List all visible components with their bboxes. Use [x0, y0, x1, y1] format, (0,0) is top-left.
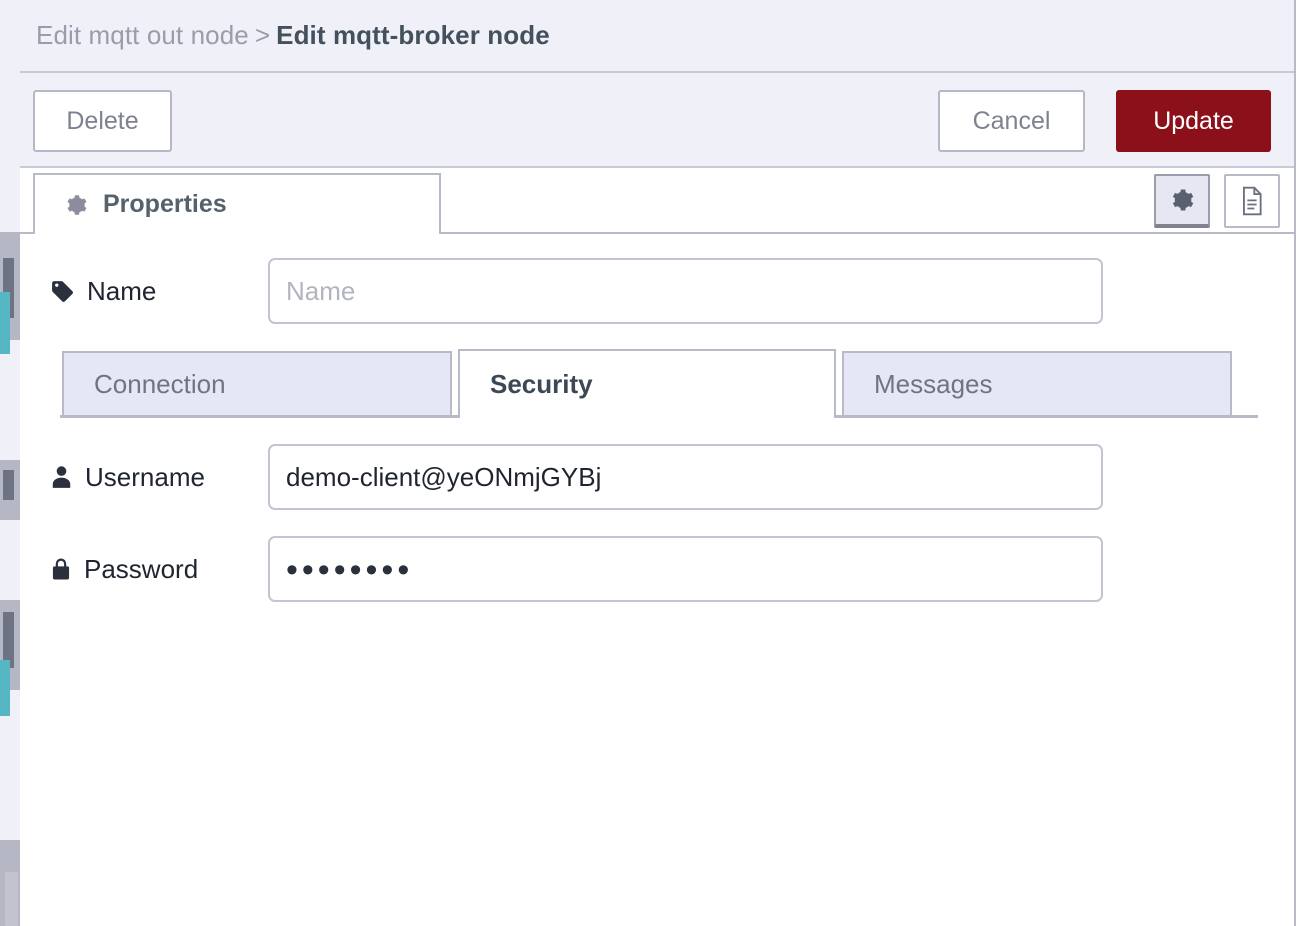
field-row-username: Username — [20, 444, 1294, 510]
properties-form: Name Connection Security Messages — [20, 234, 1294, 926]
subtab-connection-label: Connection — [94, 368, 226, 399]
breadcrumb-current: Edit mqtt-broker node — [276, 20, 550, 50]
subtab-messages[interactable]: Messages — [842, 351, 1232, 417]
name-input[interactable] — [268, 258, 1103, 324]
username-input[interactable] — [268, 444, 1103, 510]
user-icon — [50, 465, 73, 489]
name-label: Name — [50, 276, 156, 307]
dialog-tabstrip: Properties — [20, 168, 1294, 234]
settings-icon-button[interactable] — [1154, 174, 1210, 228]
subtab-security-label: Security — [490, 369, 593, 399]
delete-button[interactable]: Delete — [33, 90, 172, 152]
editor-background-strip — [0, 0, 20, 926]
document-icon — [1238, 186, 1266, 216]
gear-icon — [63, 192, 89, 218]
breadcrumb: Edit mqtt out node>Edit mqtt-broker node — [20, 20, 550, 51]
password-label-text: Password — [84, 553, 199, 584]
password-label: Password — [50, 554, 198, 585]
breadcrumb-separator: > — [254, 20, 271, 50]
username-label-text: Username — [85, 461, 205, 492]
subtab-connection[interactable]: Connection — [62, 351, 452, 417]
subtab-messages-label: Messages — [874, 368, 993, 399]
tag-icon — [50, 279, 75, 304]
dialog-header: Edit mqtt out node>Edit mqtt-broker node — [20, 0, 1294, 73]
gear-icon — [1168, 186, 1196, 214]
username-label: Username — [50, 462, 205, 493]
subtab-security[interactable]: Security — [458, 349, 836, 418]
tabstrip-underline — [20, 232, 1294, 234]
tab-properties-label: Properties — [103, 190, 227, 218]
password-input[interactable] — [268, 536, 1103, 602]
field-row-name: Name — [20, 258, 1294, 324]
tab-icon-button-group — [1154, 174, 1280, 228]
edit-node-dialog: Edit mqtt out node>Edit mqtt-broker node… — [20, 0, 1296, 926]
security-subtabs: Connection Security Messages — [20, 349, 1294, 419]
field-row-password: Password — [20, 536, 1294, 602]
cancel-button[interactable]: Cancel — [938, 90, 1085, 152]
name-label-text: Name — [87, 275, 157, 306]
tab-properties[interactable]: Properties — [33, 173, 441, 234]
dialog-toolbar: Delete Cancel Update — [20, 73, 1294, 168]
lock-icon — [50, 557, 72, 581]
canvas-scrollbar-thumb[interactable] — [5, 872, 18, 926]
breadcrumb-parent[interactable]: Edit mqtt out node — [36, 20, 249, 50]
description-icon-button[interactable] — [1224, 174, 1280, 228]
update-button[interactable]: Update — [1116, 90, 1271, 152]
